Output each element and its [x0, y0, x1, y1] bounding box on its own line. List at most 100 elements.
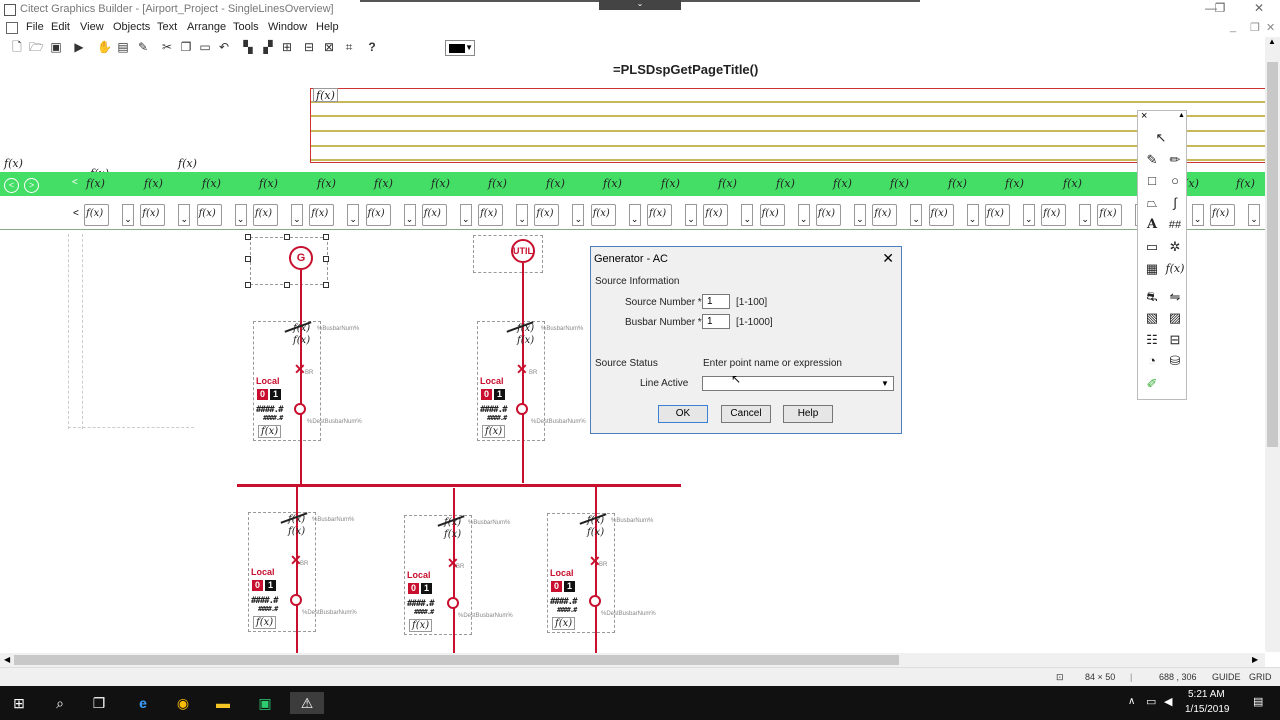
open-icon[interactable]: 🗁	[29, 40, 44, 54]
feeder-cell[interactable]	[253, 321, 321, 441]
page-slot[interactable]: f(x)	[872, 204, 898, 226]
fx-object[interactable]: f(x)	[546, 177, 565, 190]
back-nav-icon[interactable]: <	[4, 178, 19, 193]
selection-handle[interactable]	[245, 282, 251, 288]
generator-symbol[interactable]: G	[289, 246, 313, 270]
page-slot[interactable]: f(x)	[478, 204, 504, 226]
mdi-restore-button[interactable]: ❐	[1250, 22, 1260, 34]
citect-taskbar-icon[interactable]: ⚠	[290, 692, 324, 714]
undo-icon[interactable]: ↶	[218, 40, 230, 54]
mdi-close-button[interactable]: ✕	[1266, 22, 1276, 34]
breaker-icon[interactable]: ✕	[516, 361, 528, 377]
layout-icon[interactable]: ⊟	[303, 40, 315, 54]
utility-symbol[interactable]: UTIL	[511, 239, 535, 263]
source-number-field[interactable]: 1	[702, 294, 730, 309]
help-button[interactable]: Help	[783, 405, 833, 423]
fx-object[interactable]: f(x)	[253, 616, 277, 629]
number-icon[interactable]: ##	[1168, 219, 1182, 231]
fx-object[interactable]: f(x)	[431, 177, 450, 190]
ellipse-icon[interactable]: ○	[1171, 173, 1179, 188]
page-slot[interactable]: f(x)	[647, 204, 672, 226]
vertical-scrollbar[interactable]: ▲	[1265, 37, 1280, 652]
palette-close-icon[interactable]: ×	[1141, 110, 1148, 122]
page-slot[interactable]: f(x)	[421, 204, 447, 226]
symbol-icon[interactable]: ▧	[1145, 310, 1159, 325]
forward-nav-icon[interactable]: >	[24, 178, 39, 193]
line-active-combobox[interactable]	[702, 376, 894, 391]
selection-handle[interactable]	[284, 282, 290, 288]
slot-dropdown[interactable]: ⌄	[853, 204, 866, 226]
cancel-button[interactable]: Cancel	[721, 405, 771, 423]
fx-object[interactable]: f(x)	[4, 157, 23, 170]
fx-object[interactable]: f(x)	[890, 177, 909, 190]
page-slot[interactable]: f(x)	[534, 204, 560, 226]
menu-arrange[interactable]: Arrange	[187, 21, 227, 33]
minimize-button[interactable]: —	[1205, 1, 1217, 15]
grid-icon[interactable]: ⊠	[323, 40, 335, 54]
scroll-left-icon[interactable]: ◀	[4, 655, 11, 664]
horizontal-scrollbar[interactable]: ◀ ▶	[0, 653, 1265, 667]
fx-object[interactable]: f(x)	[444, 517, 462, 528]
breaker-icon[interactable]: ✕	[589, 553, 601, 569]
fx-object[interactable]: f(x)	[603, 177, 622, 190]
fx-object[interactable]: f(x)	[374, 177, 393, 190]
graphics-canvas[interactable]: =PLSDspGetPageTitle() f(x) f(x) f(x) f(x…	[0, 59, 1265, 653]
windows-start-icon[interactable]: ⊞	[13, 695, 25, 711]
fx-object[interactable]: f(x)	[482, 425, 506, 438]
pointer-icon[interactable]: ↖	[1155, 130, 1167, 145]
page-slot[interactable]: f(x)	[1210, 204, 1235, 226]
image-icon[interactable]: ▨	[1168, 310, 1182, 325]
dropdown-tab-icon[interactable]: ⌄	[599, 0, 681, 10]
menu-window[interactable]: Window	[268, 21, 308, 33]
rectangle-icon[interactable]: □	[1148, 173, 1156, 188]
freehand-icon[interactable]: ✎	[1146, 152, 1158, 167]
spreadsheet-app-icon[interactable]: ▣	[258, 695, 272, 711]
slot-dropdown[interactable]: ⌄	[290, 204, 303, 226]
fx-object[interactable]: f(x)	[552, 617, 576, 630]
close-window-button[interactable]: ✕	[1253, 1, 1265, 15]
restore-button[interactable]: ❐	[1214, 1, 1226, 15]
file-explorer-icon[interactable]: ▬	[216, 695, 230, 711]
busbar-number-field[interactable]: 1	[702, 314, 730, 329]
paint-icon[interactable]: ✐	[1146, 376, 1158, 391]
cicode-object-icon[interactable]: f(x)	[1165, 262, 1185, 275]
chrome-icon[interactable]: ◉	[176, 695, 190, 711]
save-icon[interactable]: ▣	[50, 40, 62, 54]
page-slot[interactable]: f(x)	[703, 204, 729, 226]
horizontal-scroll-thumb[interactable]	[14, 655, 899, 665]
color-picker[interactable]: ▼	[445, 40, 475, 56]
print-icon[interactable]: ▤	[117, 40, 129, 54]
selection-handle[interactable]	[323, 282, 329, 288]
slot-dropdown[interactable]: ⌄	[572, 204, 585, 226]
page-slot[interactable]: f(x)	[984, 204, 1010, 226]
document-icon[interactable]	[6, 22, 18, 34]
clock-time[interactable]: 5:21 AM	[1188, 689, 1225, 700]
fx-object[interactable]: f(x)	[317, 177, 336, 190]
fx-object[interactable]: f(x)	[517, 335, 535, 346]
meter-icon[interactable]: ◔	[1148, 353, 1156, 368]
page-slot[interactable]: f(x)	[590, 204, 616, 226]
align-icon[interactable]: ⊞	[281, 40, 293, 54]
volume-icon[interactable]: ◀	[1164, 696, 1173, 708]
paste-icon[interactable]: ▭	[199, 40, 211, 54]
mdi-minimize-button[interactable]: _	[1230, 21, 1237, 33]
vertical-scroll-thumb[interactable]	[1267, 62, 1278, 447]
menu-help[interactable]: Help	[316, 21, 339, 33]
selection-handle[interactable]	[245, 234, 251, 240]
menu-objects[interactable]: Objects	[113, 21, 151, 33]
copy-icon[interactable]: ❐	[180, 40, 192, 54]
page-slot[interactable]: f(x)	[759, 204, 785, 226]
menu-file[interactable]: File	[26, 21, 44, 33]
fx-object[interactable]: f(x)	[1236, 177, 1255, 190]
page-slot[interactable]: f(x)	[140, 204, 166, 226]
menu-edit[interactable]: Edit	[51, 21, 70, 33]
page-slot[interactable]: f(x)	[1097, 204, 1123, 226]
page-slot[interactable]: f(x)	[928, 204, 954, 226]
fx-object[interactable]: f(x)	[144, 177, 163, 190]
page-slot[interactable]: f(x)	[309, 204, 335, 226]
slot-dropdown[interactable]: ⌄	[234, 204, 247, 226]
scroll-right-icon[interactable]: ▶	[1252, 655, 1259, 664]
fx-object[interactable]: f(x)	[409, 619, 433, 632]
menu-text[interactable]: Text	[157, 21, 178, 33]
fx-object[interactable]: f(x)	[202, 177, 221, 190]
